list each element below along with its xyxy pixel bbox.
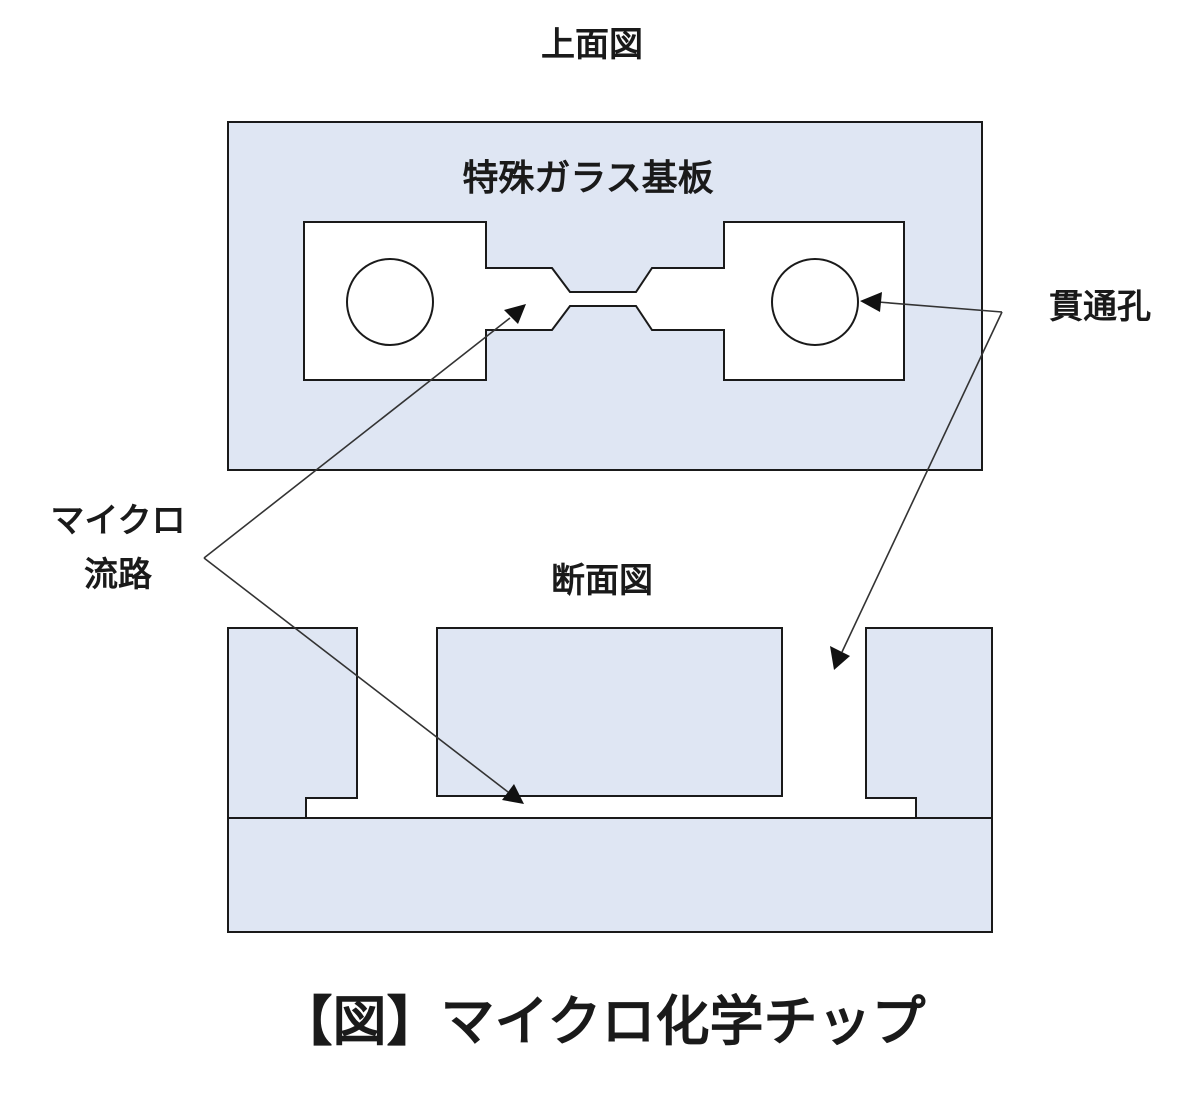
microchannel-pointer-bottom — [203, 557, 509, 793]
cross-section-left-block — [227, 627, 358, 819]
through-hole-arrowhead-top — [860, 292, 882, 312]
substrate-label: 特殊ガラス基板 — [462, 158, 713, 199]
cross-section-middle-block — [436, 627, 783, 797]
through-hole-label: 貫通孔 — [1049, 287, 1151, 327]
figure-caption: 【図】マイクロ化学チップ — [279, 990, 926, 1053]
through-hole-right — [771, 258, 859, 346]
cross-section-title: 断面図 — [551, 561, 653, 601]
top-view-title: 上面図 — [541, 25, 643, 65]
microchannel-arrowhead-top — [504, 304, 526, 324]
microchannel-label-line2: 流路 — [84, 555, 153, 595]
microchannel-pointer-top — [203, 317, 511, 559]
through-hole-pointer-top — [877, 301, 1003, 313]
microchannel-arrowhead-bottom — [502, 784, 524, 804]
cross-section-bottom-substrate — [227, 817, 993, 933]
cross-section-right-block — [865, 627, 993, 819]
through-hole-pointer-bottom — [841, 311, 1003, 653]
top-view-channel-outline — [303, 221, 905, 381]
through-hole-left — [346, 258, 434, 346]
microchannel-label-line1: マイクロ — [50, 501, 185, 541]
through-hole-arrowhead-bottom — [830, 646, 850, 670]
